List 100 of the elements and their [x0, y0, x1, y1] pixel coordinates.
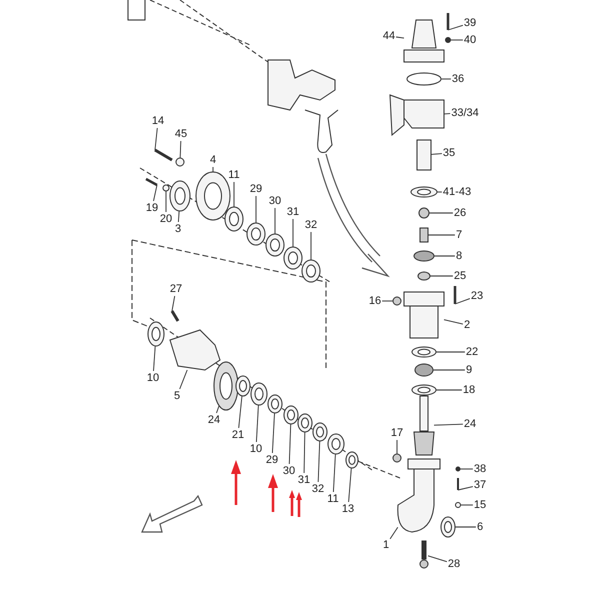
shim: [410, 186, 438, 198]
leader-line: [292, 218, 294, 247]
callout-number: 28: [448, 558, 460, 570]
leader-line: [444, 319, 464, 325]
hub: [196, 172, 230, 220]
leader-line: [180, 140, 182, 158]
leader-line: [444, 113, 451, 114]
ring: [298, 414, 312, 432]
shim: [412, 346, 436, 358]
callout-number: 40: [464, 34, 476, 46]
spacer: [420, 228, 428, 242]
plug: [392, 454, 402, 462]
callout-number: 1: [382, 539, 390, 551]
bearing: [414, 364, 434, 376]
callout-number: 8: [456, 250, 462, 262]
washer: [162, 184, 170, 192]
leader-line: [153, 346, 156, 372]
callout-number: 35: [442, 147, 456, 159]
leader-line: [441, 78, 452, 80]
bearing: [414, 250, 434, 262]
leader-line: [429, 212, 454, 214]
leader-line: [455, 526, 476, 528]
leader-line: [288, 424, 292, 464]
gearbox-body: [397, 458, 440, 532]
washer: [445, 37, 451, 43]
callout-number: 32: [304, 219, 318, 231]
callout-number: 7: [456, 229, 462, 241]
plug: [392, 296, 402, 306]
leader-line: [460, 468, 474, 470]
leader-line: [382, 300, 393, 302]
callout-number: 25: [454, 270, 466, 282]
washer: [455, 502, 461, 508]
screw: [145, 178, 158, 186]
callout-number: 2: [464, 319, 470, 331]
callout-number: 24: [208, 414, 220, 426]
leader-line: [430, 153, 442, 155]
callout-number: 16: [368, 295, 382, 307]
circlip: [346, 452, 358, 468]
ring: [268, 394, 282, 414]
callout-number: 6: [476, 521, 484, 533]
callout-number: 15: [474, 499, 486, 511]
callout-number: 4: [210, 154, 216, 166]
bearing: [250, 382, 268, 406]
leader-line: [310, 232, 312, 260]
sleeve: [416, 140, 432, 170]
bearing: [328, 434, 344, 454]
callout-number: 10: [146, 372, 160, 384]
callout-number: 13: [342, 503, 354, 515]
callout-number: 23: [470, 290, 484, 302]
drain-plug: [420, 540, 428, 568]
ring: [284, 406, 298, 424]
leader-line: [318, 441, 320, 482]
ring: [236, 376, 250, 396]
callout-number: 21: [232, 429, 244, 441]
bolt: [454, 286, 456, 304]
gearbox-cap: [404, 20, 444, 62]
washer: [456, 466, 460, 472]
bevel-gear: [214, 362, 238, 410]
pinion-shaft: [413, 396, 435, 456]
leader-line: [390, 526, 398, 540]
leader-line: [274, 208, 276, 234]
ring: [312, 422, 328, 442]
leader-line: [178, 210, 180, 222]
callout-number: 31: [298, 474, 310, 486]
callout-number: 37: [474, 479, 486, 491]
bolt: [170, 310, 180, 322]
hub: [169, 329, 221, 371]
callout-number: 18: [462, 384, 476, 396]
leader-line: [332, 454, 336, 492]
leader-line: [216, 406, 220, 414]
bolt: [446, 13, 450, 30]
leader-line: [154, 128, 158, 150]
leader-line: [256, 405, 259, 442]
leader-line: [434, 424, 464, 426]
callout-number: 9: [466, 364, 472, 376]
shim: [412, 384, 436, 396]
nut: [176, 158, 184, 166]
callout-number: 27: [170, 283, 182, 295]
housing: [389, 94, 444, 136]
callout-number: 44: [382, 30, 396, 42]
callout-number: 3: [174, 223, 182, 235]
callout-number: 30: [268, 195, 282, 207]
callout-number: 22: [466, 346, 478, 358]
callout-number: 29: [266, 454, 278, 466]
leader-line: [428, 234, 456, 236]
callout-number: 11: [228, 169, 240, 181]
o-ring: [406, 72, 442, 86]
callout-number: 5: [174, 390, 180, 402]
leader-line: [454, 298, 470, 304]
callout-number: 33/34: [451, 107, 479, 119]
tube-housing: [404, 292, 444, 338]
callout-number: 39: [464, 17, 476, 29]
callout-number: 29: [250, 183, 262, 195]
callout-number: 32: [312, 483, 324, 495]
callout-number: 38: [474, 463, 486, 475]
leader-line: [396, 36, 404, 39]
callout-number: 26: [454, 207, 466, 219]
leader-line: [428, 555, 448, 562]
callout-number: 24: [464, 418, 476, 430]
ring: [418, 272, 430, 280]
